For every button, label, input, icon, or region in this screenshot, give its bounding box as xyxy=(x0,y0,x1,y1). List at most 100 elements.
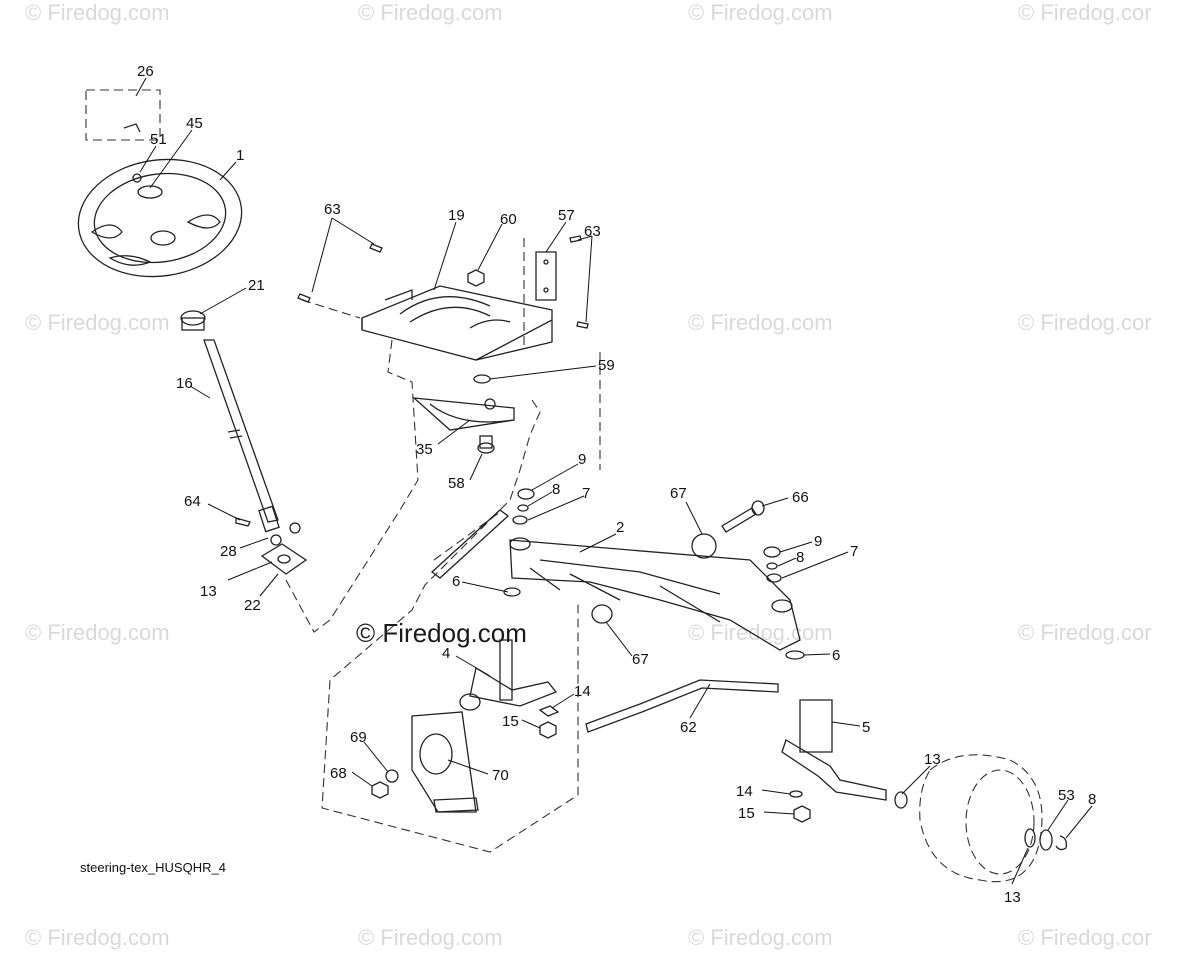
watermark: © Firedog.com xyxy=(358,925,503,950)
callout-45: 45 xyxy=(186,115,203,132)
callout-26: 26 xyxy=(137,63,154,80)
screw-63 xyxy=(569,235,582,243)
plate-assembly xyxy=(297,235,589,454)
callout-15: 15 xyxy=(738,805,755,822)
callout-62: 62 xyxy=(680,719,697,736)
screw-63 xyxy=(576,321,589,329)
callout-70: 70 xyxy=(492,767,509,784)
callout-53: 53 xyxy=(1058,787,1075,804)
washer-59 xyxy=(473,374,491,384)
callout-14: 14 xyxy=(574,683,591,700)
bracket-57 xyxy=(535,251,557,301)
clip-8 xyxy=(1055,835,1068,851)
callout-13: 13 xyxy=(1004,889,1021,906)
sector-gear-35 xyxy=(412,397,515,431)
callout-51: 51 xyxy=(150,131,167,148)
callout-59: 59 xyxy=(598,357,615,374)
nut-15 xyxy=(539,721,557,739)
nut-51 xyxy=(132,173,142,183)
watermark: © Firedog.cor xyxy=(1018,925,1152,950)
callout-60: 60 xyxy=(500,211,517,228)
callout-5: 5 xyxy=(862,719,870,736)
callout-4: 4 xyxy=(442,645,450,662)
bolt-68 xyxy=(371,781,389,799)
cap-9 xyxy=(763,546,781,558)
callout-7: 7 xyxy=(850,543,858,560)
steering-wheel-assembly xyxy=(77,123,308,575)
washer-13 xyxy=(1024,828,1036,848)
wheel-cap-disk xyxy=(137,185,163,199)
bushing-21 xyxy=(180,310,206,326)
callout-1: 1 xyxy=(236,147,244,164)
diagram-caption: steering-tex_HUSQHR_4 xyxy=(80,860,226,875)
wheel-hub-spline xyxy=(150,230,176,246)
spacer-67 xyxy=(691,533,717,559)
watermark: © Firedog.cor xyxy=(1018,310,1152,335)
watermark: © Firedog.com xyxy=(25,620,170,645)
callout-9: 9 xyxy=(814,533,822,550)
callout-57: 57 xyxy=(558,207,575,224)
bushing-28 xyxy=(270,534,282,546)
washer-7 xyxy=(766,573,782,583)
nut-60 xyxy=(467,269,485,287)
washer-14 xyxy=(789,790,803,798)
watermark: © Firedog.cor xyxy=(1018,620,1152,645)
callout-13: 13 xyxy=(200,583,217,600)
callout-66: 66 xyxy=(792,489,809,506)
steering-wheel xyxy=(77,158,243,278)
bolt-58 xyxy=(477,442,495,454)
screw-63 xyxy=(369,243,383,253)
callout-63: 63 xyxy=(324,201,341,218)
front-axle-2 xyxy=(509,539,801,651)
washer-6 xyxy=(503,587,521,597)
pin-64 xyxy=(235,517,251,527)
spindle-5 xyxy=(799,699,833,753)
spindle-4 xyxy=(499,639,513,701)
watermark: © Firedog.cor xyxy=(1018,0,1152,25)
callout-68: 68 xyxy=(330,765,347,782)
nut-15 xyxy=(793,805,811,823)
drag-link-rod xyxy=(430,509,510,579)
front-wheel xyxy=(919,754,1043,883)
screw-63 xyxy=(297,293,311,303)
watermark: © Firedog.com xyxy=(25,310,170,335)
callout-35: 35 xyxy=(416,441,433,458)
callout-8: 8 xyxy=(796,549,804,566)
callout-15: 15 xyxy=(502,713,519,730)
callout-6: 6 xyxy=(452,573,460,590)
washer-6 xyxy=(785,650,805,660)
callout-22: 22 xyxy=(244,597,261,614)
callout-69: 69 xyxy=(350,729,367,746)
callout-14: 14 xyxy=(736,783,753,800)
bracket-22 xyxy=(260,543,308,575)
watermark-center: © Firedog.com xyxy=(356,618,527,648)
callout-64: 64 xyxy=(184,493,201,510)
callout-8: 8 xyxy=(552,481,560,498)
pivot-bolt-66 xyxy=(721,507,757,533)
nut-14 xyxy=(538,705,560,717)
watermark: © Firedog.com xyxy=(688,0,833,25)
callout-58: 58 xyxy=(448,475,465,492)
leader-lines xyxy=(135,77,1093,885)
tie-rod-62 xyxy=(585,679,779,733)
callout-67: 67 xyxy=(632,651,649,668)
watermarks: © Firedog.com © Firedog.com © Firedog.co… xyxy=(25,0,1152,950)
clip-8 xyxy=(766,562,778,570)
callout-16: 16 xyxy=(176,375,193,392)
callout-8: 8 xyxy=(1088,791,1096,808)
bracket-70 xyxy=(411,711,477,813)
cap-9 xyxy=(517,488,535,500)
clip-8 xyxy=(517,504,529,512)
washer-7 xyxy=(512,515,528,525)
pinion-gear xyxy=(258,505,280,533)
callout-21: 21 xyxy=(248,277,265,294)
axle-assembly xyxy=(371,488,1068,883)
watermark: © Firedog.com xyxy=(688,310,833,335)
callout-6: 6 xyxy=(832,647,840,664)
steering-shaft xyxy=(203,339,279,523)
spacer-67 xyxy=(591,604,613,624)
callout-7: 7 xyxy=(582,485,590,502)
callout-9: 9 xyxy=(578,451,586,468)
callout-28: 28 xyxy=(220,543,237,560)
